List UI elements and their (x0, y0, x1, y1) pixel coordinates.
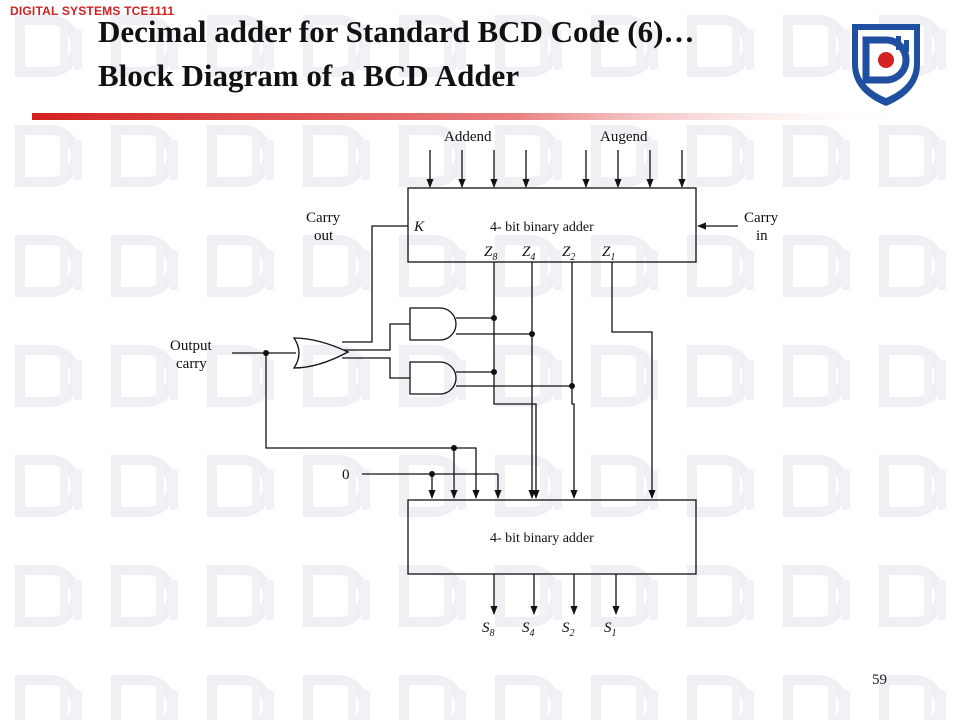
slide-title-line2: Block Diagram of a BCD Adder (98, 58, 520, 93)
adder-bottom-box (407, 499, 697, 575)
junction-dot (263, 350, 269, 356)
or-gate (292, 337, 350, 369)
addend-label: Addend (444, 129, 492, 145)
carry-out-label-line2: out (314, 228, 334, 244)
carry-in-label-line1: Carry (744, 210, 779, 226)
carry-k-wire (342, 225, 408, 343)
carry-out-label-line1: Carry (306, 210, 341, 226)
and-gate-lower (409, 361, 457, 395)
s4-label: S4 (522, 620, 535, 639)
junction-dot (429, 471, 435, 477)
and-gate-upper (409, 307, 457, 341)
and-lower-to-or (342, 357, 410, 379)
junction-dot (569, 383, 575, 389)
title-underline (32, 113, 912, 120)
z2-wire (570, 262, 578, 499)
zero-input-label: 0 (342, 467, 350, 483)
carry-feedback-wire (265, 353, 480, 499)
university-logo (852, 24, 920, 106)
carry-in-label-line2: in (756, 228, 768, 244)
junction-dot (491, 369, 497, 375)
slide-title-line1: Decimal adder for Standard BCD Code (6)… (98, 14, 695, 49)
junction-dot (451, 445, 457, 451)
bcd-adder-block-diagram: Addend Augend 4- bit binary adder K Z8 Z… (170, 129, 779, 639)
and-upper-to-or (344, 323, 410, 351)
s2-label: S2 (562, 620, 575, 639)
z1-label: Z1 (602, 244, 615, 263)
augend-label: Augend (600, 129, 648, 145)
adder-top-box (407, 187, 697, 263)
carry-k-label: K (413, 219, 425, 235)
z4-label: Z4 (522, 244, 535, 263)
output-carry-label-line2: carry (176, 356, 207, 372)
course-label: DIGITAL SYSTEMS TCE1111 (10, 4, 175, 18)
z8-label: Z8 (484, 244, 497, 263)
junction-dot (491, 315, 497, 321)
s1-label: S1 (604, 620, 617, 639)
page-number: 59 (872, 672, 887, 688)
adder-bottom-label: 4- bit binary adder (490, 531, 594, 546)
junction-dot (529, 331, 535, 337)
output-carry-label-line1: Output (170, 338, 213, 354)
z1-wire (611, 262, 656, 499)
adder-top-label: 4- bit binary adder (490, 220, 594, 235)
z8-wire (493, 262, 540, 499)
z2-label: Z2 (562, 244, 575, 263)
s8-label: S8 (482, 620, 495, 639)
